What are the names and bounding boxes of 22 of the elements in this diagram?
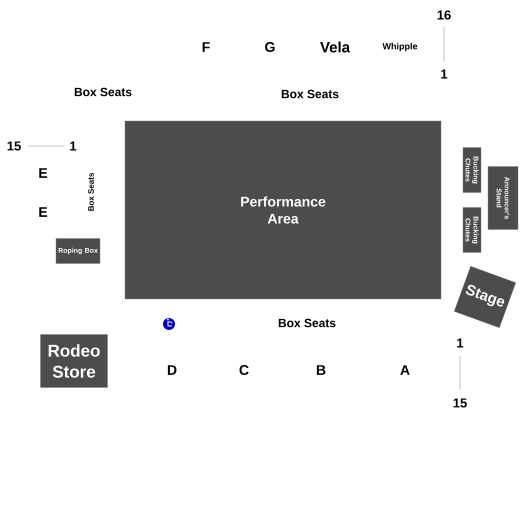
section-label: Box Seats [74, 88, 132, 96]
section-label: 16 [438, 10, 451, 20]
section-label: Whipple [382, 42, 418, 52]
section-label: 15 [454, 398, 467, 408]
section-label: F [202, 42, 210, 52]
area-box: Rodeo Store [40, 334, 108, 388]
section-label: E [39, 207, 48, 217]
section-label: A [400, 365, 410, 375]
section-label: Box Seats [278, 318, 336, 328]
section-label: E [39, 168, 48, 178]
stage-box: Stage [454, 266, 516, 328]
section-label: Vela [320, 42, 350, 52]
section-label: Box Seats [88, 173, 94, 211]
section-label: D [168, 365, 176, 375]
section-label: 1 [70, 142, 76, 150]
section-label: C [240, 365, 249, 375]
section-label: G [265, 42, 275, 52]
section-label: B [316, 365, 326, 375]
area-box: Performance Area [124, 120, 442, 300]
section-label: Box Seats [282, 90, 338, 98]
section-label: 1 [441, 70, 448, 78]
section-label: 15 [8, 141, 21, 151]
